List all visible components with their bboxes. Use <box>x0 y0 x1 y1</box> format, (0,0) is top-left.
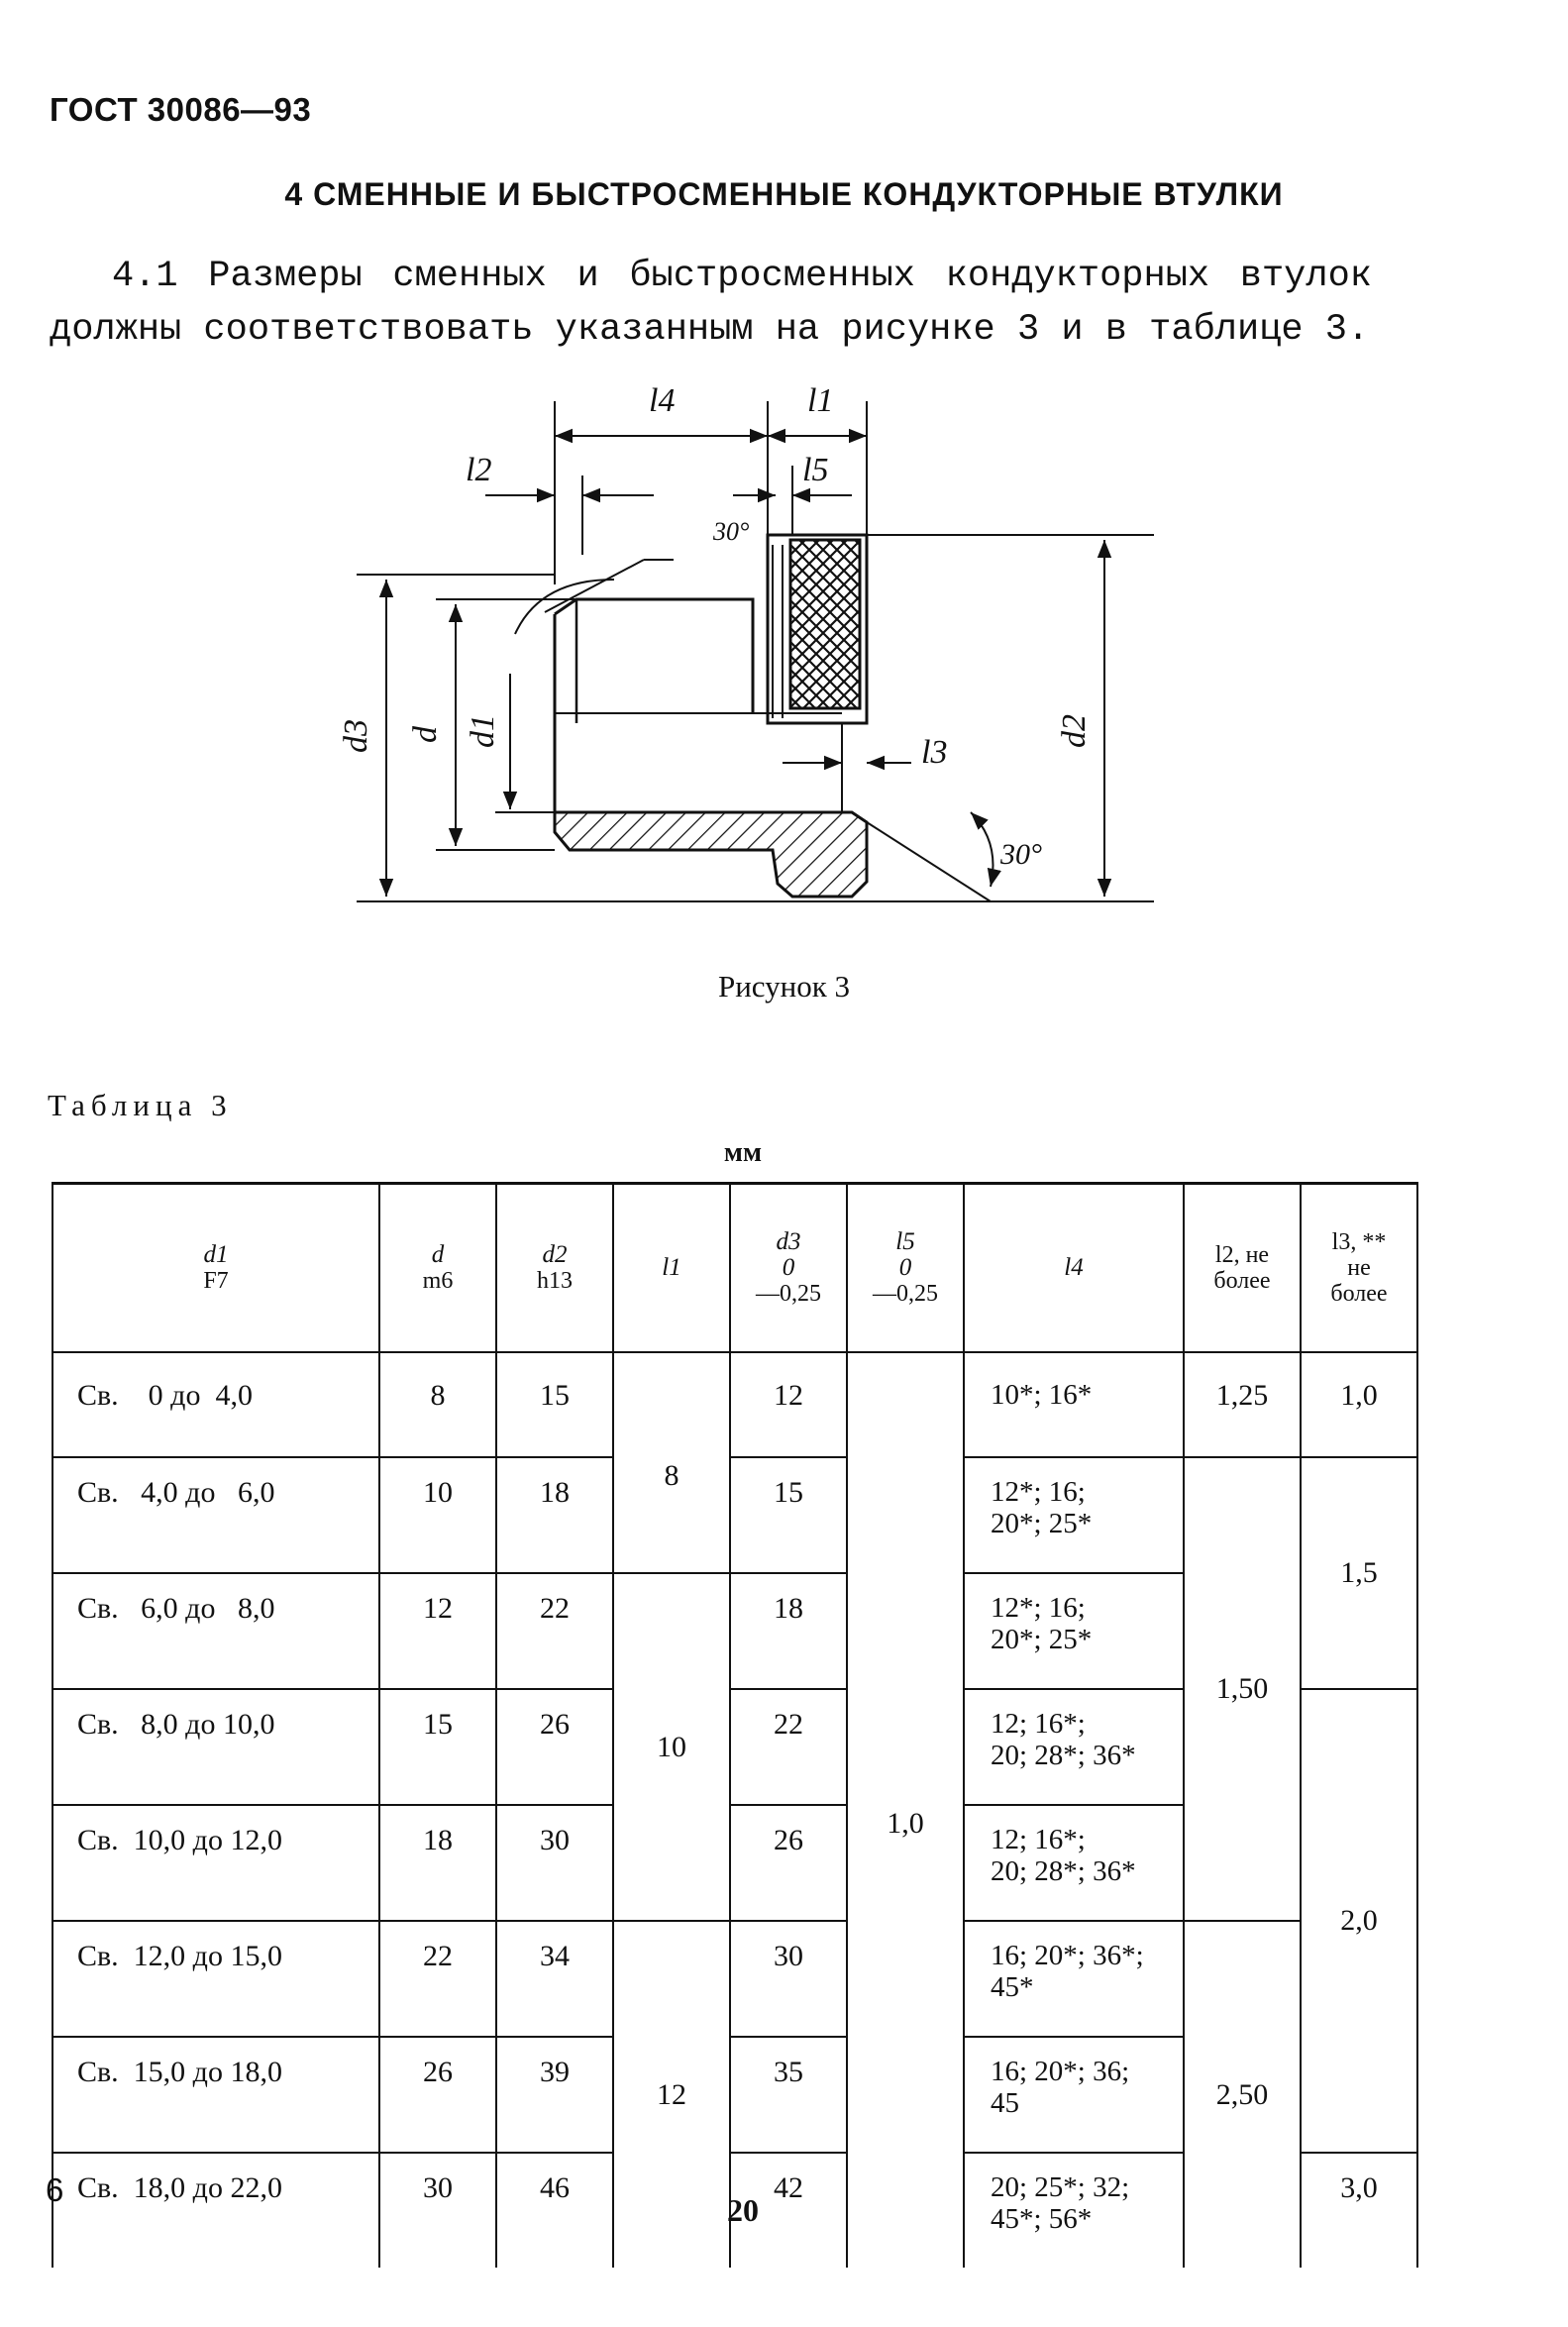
label-l3: l3 <box>921 734 947 771</box>
cell-l4: 12; 16*;20; 28*; 36* <box>963 1805 1185 1922</box>
label-l4: l4 <box>649 382 675 419</box>
cell-l3: 3,0 <box>1300 2153 1418 2268</box>
cell-d1: Св. 8,0 до 10,0 <box>52 1689 379 1806</box>
paragraph-4-1: 4.1 Размеры сменных и быстросменных конд… <box>50 250 1372 357</box>
cell-l2: 1,25 <box>1183 1352 1301 1458</box>
cell-d2: 46 <box>495 2153 613 2268</box>
figure-caption: Рисунок 3 <box>717 969 851 1004</box>
cell-l2: 1,50 <box>1183 1457 1301 1922</box>
cell-l4: 12*; 16;20*; 25* <box>963 1573 1185 1690</box>
cell-d3: 22 <box>729 1689 847 1806</box>
table-row: Св. 15,0 до 18,0 26 39 35 16; 20*; 36;45 <box>52 2037 1417 2154</box>
cell-d1: Св. 12,0 до 15,0 <box>52 1921 379 2038</box>
cell-l3: 1,0 <box>1300 1352 1418 1458</box>
label-d: d <box>407 725 444 743</box>
paragraph-line-1: 4.1 Размеры сменных и быстросменных конд… <box>112 256 1372 297</box>
document-id: ГОСТ 30086—93 <box>50 91 312 128</box>
label-l5: l5 <box>802 452 828 488</box>
table-row: Св. 0 до 4,0 8 15 8 12 1,0 10*; 16* 1,25… <box>52 1352 1418 2268</box>
cell-l4: 10*; 16* <box>963 1352 1184 1458</box>
cell-d2: 34 <box>495 1921 613 2038</box>
cell-d2: 15 <box>495 1352 613 1458</box>
cell-l1: 12 <box>612 1921 730 2268</box>
cell-l3: 2,0 <box>1300 1689 1418 2154</box>
cell-l1: 10 <box>612 1573 730 1922</box>
table-row: Св. 8,0 до 10,0 15 26 22 12; 16*;20; 28*… <box>52 1689 1418 2154</box>
section-title: 4 СМЕННЫЕ И БЫСТРОСМЕННЫЕ КОНДУКТОРНЫЕ В… <box>284 176 1284 212</box>
cell-d3: 30 <box>729 1921 847 2038</box>
cell-d: 26 <box>378 2037 496 2154</box>
cell-d1: Св. 0 до 4,0 <box>52 1352 379 1458</box>
cell-d2: 26 <box>495 1689 613 1806</box>
cell-d: 22 <box>378 1921 496 2038</box>
cell-d3: 35 <box>729 2037 847 2154</box>
table-label: Таблица 3 <box>48 1088 233 1122</box>
cell-l4: 16; 20*; 36*;45* <box>963 1921 1184 2038</box>
cell-d3: 12 <box>729 1352 847 1458</box>
cell-d1: Св. 6,0 до 8,0 <box>52 1573 379 1690</box>
cell-d3: 26 <box>729 1805 847 1922</box>
label-angle-top: 30° <box>712 517 749 546</box>
label-l1: l1 <box>807 382 833 419</box>
cell-d: 8 <box>378 1352 496 1458</box>
cell-d2: 22 <box>495 1573 613 1690</box>
cell-d: 15 <box>378 1689 496 1806</box>
page-number: 6 <box>46 2171 64 2208</box>
cell-l4: 16; 20*; 36;45 <box>963 2037 1185 2154</box>
cell-d: 12 <box>378 1573 496 1690</box>
label-d3: d3 <box>338 719 374 753</box>
table-unit: мм <box>723 1137 763 1168</box>
table-row: Св. 18,0 до 22,0 30 46 42 20; 25*; 32;45… <box>52 2153 1418 2268</box>
cell-l4: 12; 16*;20; 28*; 36* <box>963 1689 1184 1806</box>
cell-l4: 20; 25*; 32;45*; 56* <box>963 2153 1184 2268</box>
sheet-number: 20 <box>727 2192 759 2228</box>
table-row: Св. 4,0 до 6,0 10 18 15 12*; 16;20*; 25*… <box>52 1457 1418 1922</box>
cell-d2: 30 <box>495 1805 613 1922</box>
label-d1: d1 <box>465 714 501 748</box>
cell-d: 30 <box>378 2153 496 2268</box>
cell-d3: 42 <box>729 2153 847 2268</box>
cell-d3: 18 <box>729 1573 847 1690</box>
header-l1: l1 <box>612 1182 730 1353</box>
cell-d2: 39 <box>495 2037 613 2154</box>
cell-l1: 8 <box>612 1352 730 1574</box>
header-l4: l4 <box>963 1182 1184 1353</box>
cell-d1: Св. 10,0 до 12,0 <box>52 1805 379 1922</box>
paragraph-line-2: должны соответствовать указанным на рису… <box>50 309 1370 351</box>
cell-l2: 2,50 <box>1183 1921 1302 2268</box>
table-row: Св. 6,0 до 8,0 12 22 10 18 12*; 16;20*; … <box>52 1573 1417 1922</box>
table-row: Св. 10,0 до 12,0 18 30 26 12; 16*;20; 28… <box>52 1805 1417 1922</box>
cell-l3: 1,5 <box>1300 1457 1418 1690</box>
figure-3-drawing: l4 l1 l2 l5 l3 30° 30° d3 d d1 d2 <box>338 382 1154 902</box>
cell-d1: Св. 4,0 до 6,0 <box>52 1457 379 1574</box>
cell-l4: 12*; 16;20*; 25* <box>963 1457 1184 1574</box>
label-angle-bottom: 30° <box>999 838 1042 871</box>
cell-d2: 18 <box>495 1457 613 1574</box>
cell-d: 18 <box>378 1805 496 1922</box>
cell-d1: Св. 18,0 до 22,0 <box>52 2153 379 2268</box>
table-row: Св. 12,0 до 15,0 22 34 12 30 16; 20*; 36… <box>52 1921 1417 2268</box>
label-l2: l2 <box>466 452 491 488</box>
cell-l5: 1,0 <box>846 1352 964 2268</box>
cell-d3: 15 <box>729 1457 847 1574</box>
cell-d: 10 <box>378 1457 496 1574</box>
cell-d1: Св. 15,0 до 18,0 <box>52 2037 379 2154</box>
label-d2: d2 <box>1056 714 1093 748</box>
